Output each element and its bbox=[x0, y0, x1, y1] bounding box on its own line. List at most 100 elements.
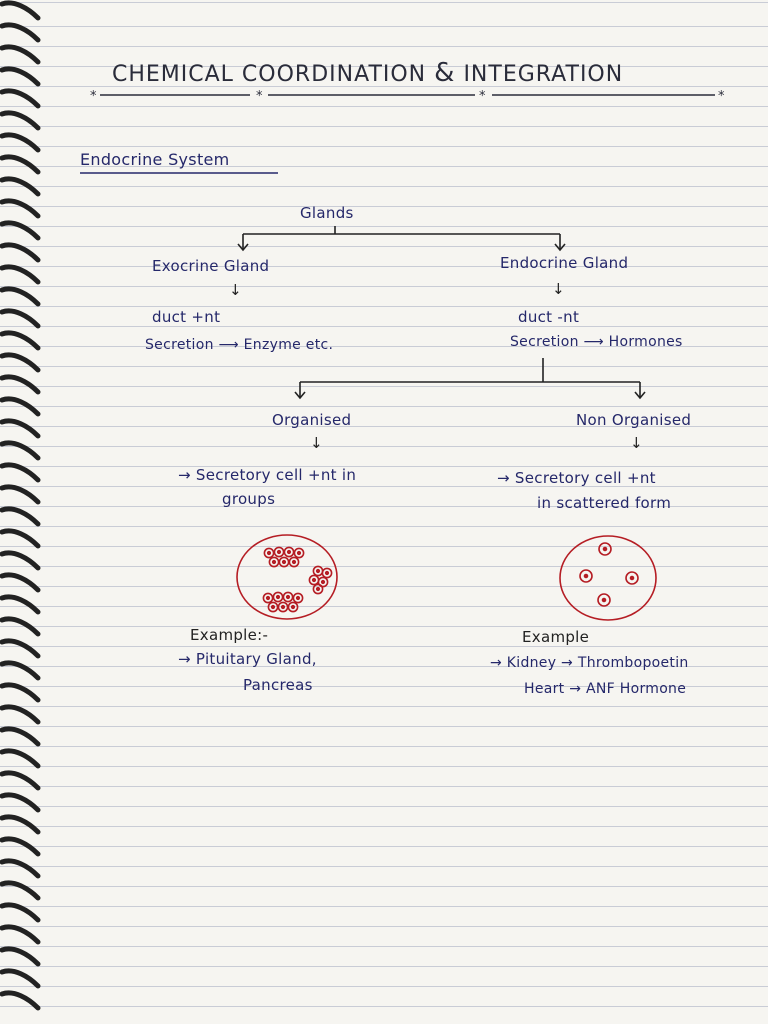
cell-group-right bbox=[308, 565, 333, 595]
spiral-coil bbox=[0, 462, 41, 483]
spiral-coil bbox=[0, 352, 41, 373]
title-ampersand: & bbox=[434, 58, 456, 88]
spiral-coil bbox=[0, 154, 41, 175]
exocrine-secretion: Secretion ⟶ Enzyme etc. bbox=[145, 337, 334, 353]
tree-root-glands: Glands bbox=[300, 204, 354, 222]
page-title: CHEMICAL COORDINATION & INTEGRATION bbox=[112, 58, 623, 88]
svg-text:*: * bbox=[718, 89, 725, 104]
spiral-coil bbox=[0, 0, 41, 21]
spiral-coil bbox=[0, 440, 41, 461]
svg-text:*: * bbox=[256, 89, 263, 104]
spiral-coil bbox=[0, 792, 41, 813]
cell bbox=[283, 546, 295, 558]
spiral-coil bbox=[0, 308, 41, 329]
organised-example-2: Pancreas bbox=[243, 676, 313, 694]
exocrine-gland-label: Exocrine Gland bbox=[152, 257, 270, 275]
spiral-coil bbox=[0, 506, 41, 527]
non-organised-arrow: ↓ bbox=[630, 434, 643, 452]
spiral-coil bbox=[0, 968, 41, 989]
spiral-coil bbox=[0, 726, 41, 747]
cell bbox=[292, 592, 304, 604]
cell-nucleus bbox=[296, 550, 302, 556]
cell-nucleus bbox=[295, 595, 301, 601]
organised-example-label: Example:- bbox=[190, 626, 269, 644]
spiral-coil bbox=[0, 110, 41, 131]
spiral-coil bbox=[0, 902, 41, 923]
spiral-coil bbox=[0, 132, 41, 153]
spiral-coil bbox=[0, 748, 41, 769]
spiral-coil bbox=[0, 682, 41, 703]
organised-label: Organised bbox=[272, 411, 352, 429]
cell-nucleus bbox=[290, 604, 296, 610]
spiral-coil bbox=[0, 264, 41, 285]
endocrine-duct: duct -nt bbox=[518, 308, 580, 326]
cell bbox=[287, 601, 299, 613]
spiral-coil bbox=[0, 198, 41, 219]
title-part-1: CHEMICAL COORDINATION bbox=[112, 62, 427, 87]
endocrine-arrow: ↓ bbox=[552, 280, 565, 298]
spiral-coil bbox=[0, 44, 41, 65]
spiral-coil bbox=[0, 374, 41, 395]
non-organised-desc-line1: → Secretory cell +nt bbox=[497, 469, 656, 487]
exocrine-arrow: ↓ bbox=[229, 281, 242, 299]
spiral-coil bbox=[0, 286, 41, 307]
spiral-coil bbox=[0, 22, 41, 43]
non-organised-example-2: Heart → ANF Hormone bbox=[524, 681, 687, 697]
spiral-coil bbox=[0, 396, 41, 417]
exocrine-duct: duct +nt bbox=[152, 308, 221, 326]
spiral-coil bbox=[0, 220, 41, 241]
organised-desc-line1: → Secretory cell +nt in bbox=[178, 466, 357, 484]
cell bbox=[282, 591, 294, 603]
cell-group-bottom bbox=[262, 591, 304, 613]
svg-text:*: * bbox=[90, 89, 97, 104]
spiral-coil bbox=[0, 330, 41, 351]
cell bbox=[288, 556, 300, 568]
spiral-coil bbox=[0, 814, 41, 835]
cell-nucleus bbox=[276, 549, 282, 555]
svg-text:*: * bbox=[479, 89, 486, 104]
spiral-coil bbox=[0, 638, 41, 659]
cell-nucleus bbox=[275, 594, 281, 600]
cell-nucleus bbox=[291, 559, 297, 565]
spiral-coil bbox=[0, 66, 41, 87]
spiral-coil bbox=[0, 176, 41, 197]
endocrine-branch-lines bbox=[294, 358, 646, 400]
cell-nucleus bbox=[320, 579, 326, 585]
organised-desc-line2: groups bbox=[222, 490, 276, 508]
spiral-coil bbox=[0, 704, 41, 725]
spiral-binding bbox=[0, 0, 41, 1011]
spiral-coil bbox=[0, 528, 41, 549]
scattered-cells-diagram bbox=[559, 535, 657, 621]
spiral-coil bbox=[0, 858, 41, 879]
title-part-2: INTEGRATION bbox=[463, 62, 624, 87]
spiral-coil bbox=[0, 880, 41, 901]
spiral-coil bbox=[0, 550, 41, 571]
title-stars: * * * * bbox=[90, 89, 725, 104]
cell bbox=[262, 592, 274, 604]
section-heading: Endocrine System bbox=[80, 150, 230, 169]
spiral-coil bbox=[0, 418, 41, 439]
spiral-coil bbox=[0, 594, 41, 615]
spiral-coil bbox=[0, 242, 41, 263]
spiral-coil bbox=[0, 484, 41, 505]
spiral-coil bbox=[0, 572, 41, 593]
cell-nucleus bbox=[265, 595, 271, 601]
cell-group-top bbox=[263, 546, 305, 568]
non-organised-example-label: Example bbox=[522, 628, 590, 646]
non-organised-label: Non Organised bbox=[576, 411, 692, 429]
spiral-coil bbox=[0, 946, 41, 967]
cell-nucleus bbox=[270, 604, 276, 610]
spiral-coil bbox=[0, 990, 41, 1011]
spiral-coil bbox=[0, 88, 41, 109]
cell bbox=[321, 567, 333, 579]
cell-nucleus bbox=[280, 604, 286, 610]
cell-nucleus bbox=[271, 559, 277, 565]
cell-nucleus bbox=[266, 550, 272, 556]
cell bbox=[293, 547, 305, 559]
cell-nucleus bbox=[286, 549, 292, 555]
organised-example-1: → Pituitary Gland, bbox=[178, 650, 317, 668]
cell-nucleus bbox=[311, 577, 317, 583]
cell bbox=[312, 583, 324, 595]
